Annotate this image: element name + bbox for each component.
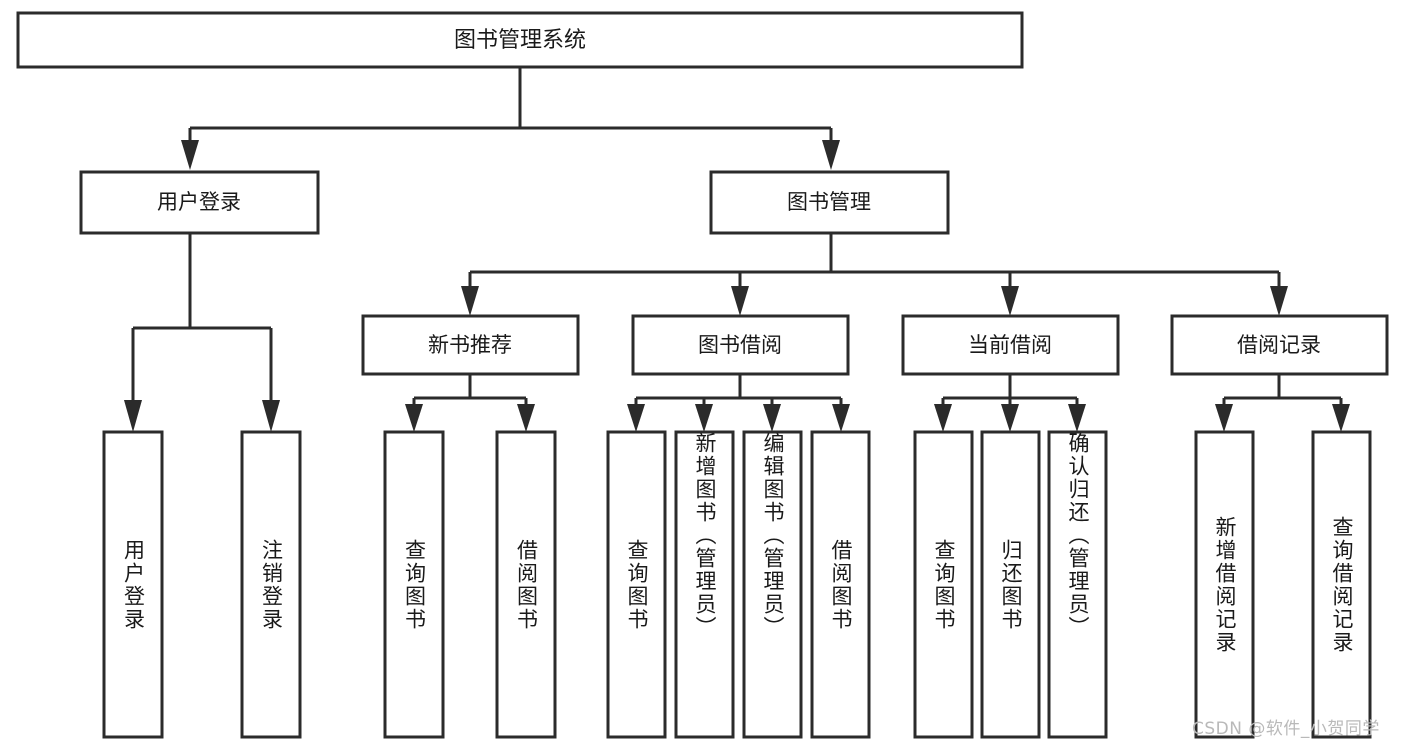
arrow-records-leaf-1 [1215,404,1233,432]
node-book-borrow[interactable]: 图书借阅 [631,314,850,376]
node-book-management-label: 图书管理 [787,190,871,214]
node-root-system-box[interactable] [16,11,1024,69]
leaf-box-logout[interactable] [240,430,302,739]
arrow-current [1001,286,1019,316]
arrow-current-leaf-2 [1001,404,1019,432]
arrow-newbook [461,286,479,316]
leaf-box-borrow-add[interactable] [674,430,735,739]
node-new-book-recommend-label: 新书推荐 [428,333,512,357]
node-new-book-recommend[interactable]: 新书推荐 [361,314,580,376]
arrow-book-manage [822,140,840,170]
node-user-login[interactable]: 用户登录 [79,170,320,235]
leaf-box-records-query[interactable] [1311,430,1372,739]
leaf-box-borrow-lend[interactable] [810,430,871,739]
connector-group-newbook-to-leaves [405,374,535,432]
leaf-box-user-login[interactable] [102,430,164,739]
node-root-system[interactable]: 图书管理系统 [16,11,1024,69]
leaf-box-records-add[interactable] [1194,430,1255,739]
arrow-borrow-leaf-4 [832,404,850,432]
leaf-box-newbook-borrow[interactable] [495,430,557,739]
arrow-borrow-leaf-2 [695,404,713,432]
connector-group-current-to-leaves [934,374,1086,432]
connector-group-bookmanage-to-level3 [461,233,1288,316]
leaf-box-borrow-query[interactable] [606,430,667,739]
node-current-borrow-label: 当前借阅 [968,333,1052,357]
arrow-borrow-leaf-3 [763,404,781,432]
node-book-borrow-box[interactable] [631,314,850,376]
arrow-borrow [731,286,749,316]
arrow-current-leaf-1 [934,404,952,432]
arrow-records [1270,286,1288,316]
leaf-box-current-return[interactable] [980,430,1041,739]
connector-group-root-to-level2 [181,67,840,170]
connector-group-userlogin-to-leaves [124,233,280,432]
arrow-user-login [181,140,199,170]
connector-group-borrow-to-leaves [627,374,850,432]
node-user-login-label: 用户登录 [157,190,241,214]
node-user-login-box[interactable] [79,170,320,235]
node-book-management[interactable]: 图书管理 [709,170,950,235]
arrow-leaf-logout [262,400,280,432]
node-new-book-recommend-box[interactable] [361,314,580,376]
arrow-leaf-user-login [124,400,142,432]
arrow-newbook-leaf-1 [405,404,423,432]
arrow-borrow-leaf-1 [627,404,645,432]
node-borrow-records-box[interactable] [1170,314,1389,376]
arrow-records-leaf-2 [1332,404,1350,432]
leaf-box-borrow-edit[interactable] [742,430,803,739]
node-current-borrow-box[interactable] [901,314,1120,376]
leaf-box-current-confirm[interactable] [1047,430,1108,739]
node-book-borrow-label: 图书借阅 [698,333,782,357]
arrow-current-leaf-3 [1068,404,1086,432]
node-borrow-records[interactable]: 借阅记录 [1170,314,1389,376]
arrow-newbook-leaf-2 [517,404,535,432]
node-book-management-box[interactable] [709,170,950,235]
connector-group-records-to-leaves [1215,374,1350,432]
node-borrow-records-label: 借阅记录 [1237,333,1321,357]
leaf-box-newbook-query[interactable] [383,430,445,739]
node-root-system-label: 图书管理系统 [454,28,586,53]
node-current-borrow[interactable]: 当前借阅 [901,314,1120,376]
leaf-box-current-query[interactable] [913,430,974,739]
